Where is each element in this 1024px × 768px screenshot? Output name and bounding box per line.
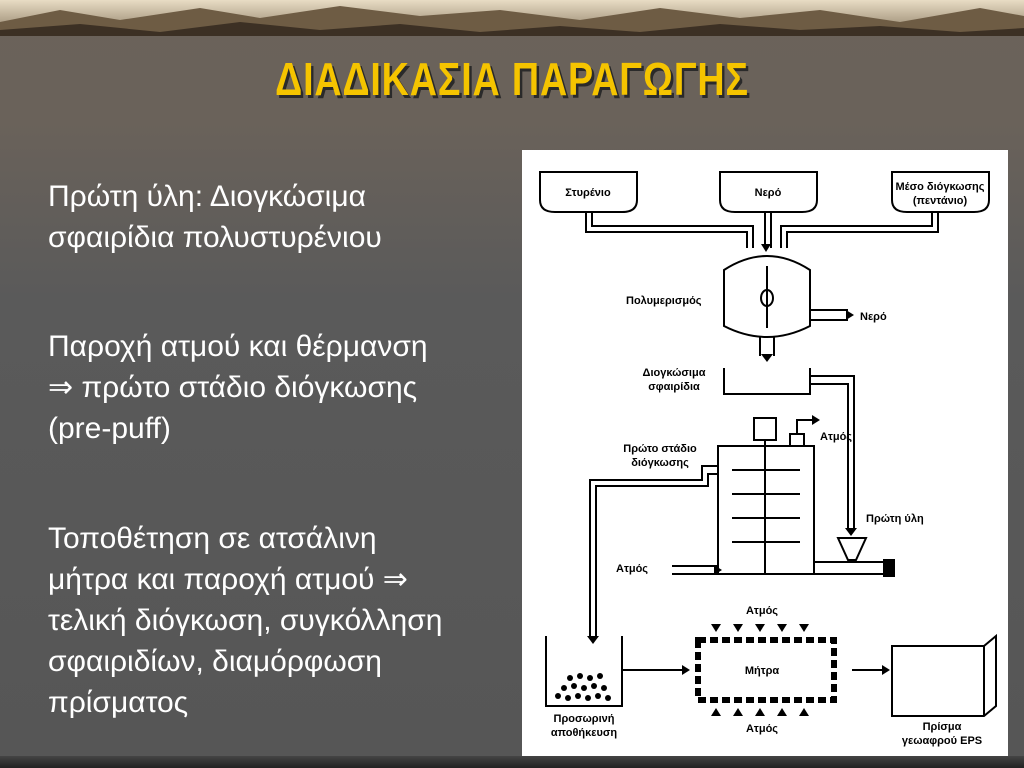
label-mold: Μήτρα <box>745 665 780 677</box>
bead-collector <box>723 368 811 395</box>
label-steam-top: Ατμός <box>820 431 852 443</box>
label-storage-2: αποθήκευση <box>551 727 618 739</box>
label-steam-mold-top: Ατμός <box>746 605 778 617</box>
label-agent-1: Μέσο διόγκωσης <box>895 181 984 193</box>
label-steam-mold-bottom: Ατμός <box>746 723 778 735</box>
screw-feeder <box>813 561 887 575</box>
arrow-right-icon <box>882 665 890 675</box>
bullet-line: σφαιρίδια πολυστυρένιου <box>48 221 382 254</box>
pre-expander-paddles <box>732 469 800 543</box>
label-agent-2: (πεντάνιο) <box>913 195 968 207</box>
arrow-down-icon <box>845 528 857 536</box>
bullet-line: μήτρα και παροχή ατμού ⇒ <box>48 563 408 596</box>
label-raw-material: Πρώτη ύλη <box>866 513 924 525</box>
label-beads-2: σφαιρίδια <box>648 381 700 393</box>
decorative-top-band <box>0 0 1024 36</box>
label-beads-1: Διογκώσιμα <box>643 367 706 379</box>
bottom-bar <box>0 756 1024 768</box>
steel-mold <box>695 637 837 703</box>
blowing-agent-tank <box>891 171 990 213</box>
steam-arrows-top <box>711 624 809 632</box>
bullet-pre-expansion: Παροχή ατμού και θέρμανση ⇒ πρώτο στάδιο… <box>48 326 508 449</box>
label-water-out: Νερό <box>860 311 887 323</box>
arrow-right-icon <box>682 665 690 675</box>
label-steam-left: Ατμός <box>616 563 648 575</box>
water-outlet-pipe <box>810 309 848 321</box>
bullet-line: Παροχή ατμού και θέρμανση <box>48 330 428 363</box>
reactor-outlet <box>759 336 775 356</box>
arrow-right-icon <box>714 565 722 575</box>
label-polymerization: Πολυμερισμός <box>626 295 702 307</box>
arrow-down-icon <box>761 244 771 252</box>
arrow-down-icon <box>587 636 599 644</box>
reactor-impeller <box>760 289 774 307</box>
bead-pile <box>555 673 611 701</box>
steam-vent-pipe <box>796 419 814 434</box>
steam-vent <box>789 433 805 446</box>
label-water: Νερό <box>755 187 782 199</box>
agent-pipe-inner <box>780 212 933 248</box>
label-block-1: Πρίσμα <box>923 721 962 733</box>
bullet-molding: Τοποθέτηση σε ατσάλινη μήτρα και παροχή … <box>48 518 508 723</box>
pre-expander-motor <box>753 417 777 441</box>
bullet-line: (pre-puff) <box>48 412 171 445</box>
eps-block <box>891 633 997 717</box>
steam-inlet-pipe <box>672 565 718 575</box>
label-preexp-1: Πρώτο στάδιο <box>623 443 697 455</box>
process-diagram: Στυρένιο Νερό Μέσο διόγκωσης (πεντάνιο) … <box>522 150 1008 756</box>
bullet-line: τελική διόγκωση, συγκόλληση <box>48 604 443 637</box>
pre-expanded-beads-pipe <box>589 465 718 638</box>
slide-title: ΔΙΑΔΙΚΑΣΙΑ ΠΑΡΑΓΩΓΗΣ <box>275 53 749 105</box>
bullet-line: Πρώτη ύλη: Διογκώσιμα <box>48 180 366 213</box>
bullet-line: ⇒ πρώτο στάδιο διόγκωσης <box>48 371 418 404</box>
feeder-motor <box>883 559 895 577</box>
label-styrene: Στυρένιο <box>565 187 611 199</box>
styrene-pipe <box>585 212 748 248</box>
label-preexp-2: διόγκωσης <box>631 457 689 469</box>
arrow-right-icon <box>812 415 820 425</box>
bullet-raw-material: Πρώτη ύλη: Διογκώσιμα σφαιρίδια πολυστυρ… <box>48 176 508 258</box>
arrow-down-icon <box>761 354 773 362</box>
arrow-right-icon <box>846 310 854 320</box>
styrene-pipe-inner <box>591 212 754 248</box>
steam-arrows-bottom <box>711 708 809 716</box>
label-storage-1: Προσωρινή <box>554 713 615 725</box>
water-tank <box>719 171 818 213</box>
bullet-line: πρίσματος <box>48 686 189 719</box>
process-diagram-svg: Στυρένιο Νερό Μέσο διόγκωσης (πεντάνιο) … <box>539 171 997 747</box>
polymerization-reactor <box>723 255 811 338</box>
styrene-tank <box>539 171 638 213</box>
agent-pipe <box>786 212 939 248</box>
bullet-line: σφαιριδίων, διαμόρφωση <box>48 645 382 678</box>
raw-material-hopper <box>836 537 868 561</box>
bead-transfer-pipe <box>810 375 855 530</box>
bullet-line: Τοποθέτηση σε ατσάλινη <box>48 522 377 555</box>
label-block-2: γεωαφρού EPS <box>902 735 982 747</box>
